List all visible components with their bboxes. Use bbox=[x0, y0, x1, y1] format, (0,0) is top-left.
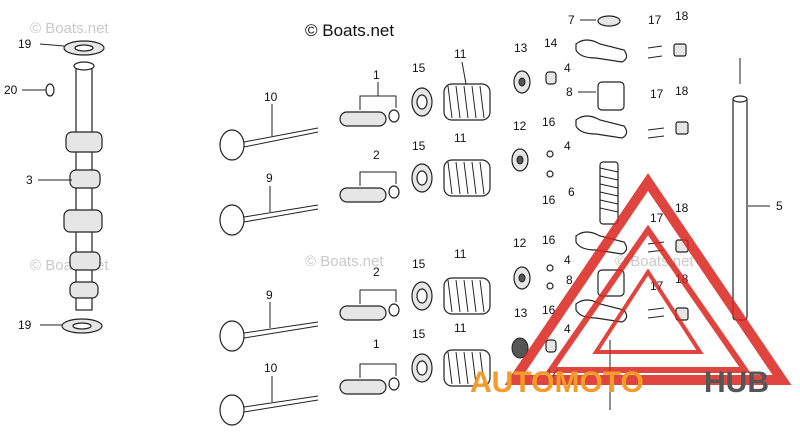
callout-4-b: 4 bbox=[564, 139, 571, 153]
callout-10-top: 10 bbox=[264, 90, 278, 104]
callout-18-b: 18 bbox=[675, 84, 689, 98]
callout-15-r1: 15 bbox=[412, 61, 426, 75]
callout-17-c: 17 bbox=[650, 211, 664, 225]
callout-16-d: 16 bbox=[542, 303, 556, 317]
callout-18-a: 18 bbox=[675, 9, 689, 23]
callout-3: 3 bbox=[26, 173, 33, 187]
callout-5: 5 bbox=[776, 199, 783, 213]
callout-11-r1: 11 bbox=[454, 47, 467, 61]
callout-15-r2: 15 bbox=[412, 139, 426, 153]
callout-18-c: 18 bbox=[675, 201, 689, 215]
valve-row-1: 10 1 15 11 13 14 bbox=[219, 36, 558, 161]
callout-9-top: 9 bbox=[266, 171, 273, 185]
valve-head bbox=[219, 129, 245, 161]
rocker-shaft: 5 bbox=[732, 58, 783, 321]
callout-11-r2: 11 bbox=[454, 131, 467, 145]
callout-12-top: 12 bbox=[513, 119, 527, 133]
rocker-shaft-holder-top bbox=[597, 81, 625, 111]
watermark-top-left: © Boats.net bbox=[30, 20, 109, 37]
callout-8-bottom: 8 bbox=[566, 273, 573, 287]
valve-stem bbox=[243, 127, 319, 143]
callout-7: 7 bbox=[568, 13, 575, 27]
rocker-spring bbox=[599, 161, 619, 225]
callout-2-top: 2 bbox=[373, 148, 380, 162]
callout-13-bottom: 13 bbox=[514, 306, 528, 320]
cam-lobe-4 bbox=[69, 251, 101, 271]
valve-row-2: 9 2 15 11 12 16 16 bbox=[219, 115, 556, 236]
watermark-center: © Boats.net bbox=[305, 253, 384, 270]
callout-2-bottom: 2 bbox=[373, 265, 380, 279]
callout-4-c: 4 bbox=[564, 253, 571, 267]
callout-17-a: 17 bbox=[648, 13, 662, 27]
cotter bbox=[545, 71, 557, 85]
valve-row-4: 10 1 15 11 bbox=[219, 321, 491, 426]
callout-19-top: 19 bbox=[18, 37, 32, 51]
callout-6: 6 bbox=[568, 185, 575, 199]
callout-10-bottom: 10 bbox=[264, 361, 278, 375]
logo-triangle-icon bbox=[504, 173, 792, 385]
logo-triangle-outer bbox=[504, 173, 792, 385]
callout-4-d: 4 bbox=[564, 322, 571, 336]
callout-15-r4: 15 bbox=[412, 327, 426, 341]
logo-triangle-inner bbox=[545, 224, 751, 373]
callout-9-bottom: 9 bbox=[266, 288, 273, 302]
callout-11-r4: 11 bbox=[454, 321, 467, 335]
callout-4-a: 4 bbox=[564, 61, 571, 75]
valve-row-3: 9 2 15 11 12 16 16 13 14 bbox=[219, 233, 560, 381]
callout-1-top: 1 bbox=[373, 68, 380, 82]
callout-20: 20 bbox=[4, 83, 18, 97]
valve-guide bbox=[339, 111, 387, 127]
cap bbox=[597, 15, 621, 27]
callout-12-bottom: 12 bbox=[513, 236, 527, 250]
valve-spring bbox=[443, 83, 491, 121]
callout-16-a: 16 bbox=[542, 115, 556, 129]
callout-19-bottom: 19 bbox=[18, 318, 32, 332]
logo-text-hub: HUB bbox=[704, 366, 769, 399]
cam-lobe-1 bbox=[65, 131, 103, 153]
adjuster-screw-1 bbox=[647, 45, 663, 49]
copyright-label: © Boats.net bbox=[305, 21, 394, 40]
callout-16-c: 16 bbox=[542, 233, 556, 247]
logo-text-automoto: AUTOMOTO bbox=[470, 366, 644, 399]
pin bbox=[45, 83, 55, 97]
automotohub-logo: AUTOMOTO HUB bbox=[470, 173, 792, 399]
camshaft-assembly: 19 20 3 19 bbox=[4, 37, 105, 334]
lock-nut-1 bbox=[673, 43, 687, 57]
rocker-arm-2 bbox=[575, 115, 628, 139]
callout-1-bottom: 1 bbox=[373, 337, 380, 351]
callout-17-b: 17 bbox=[650, 87, 664, 101]
cam-lobe-5 bbox=[69, 281, 99, 299]
callout-13-top: 13 bbox=[514, 41, 528, 55]
cam-lobe-2 bbox=[69, 169, 101, 189]
callout-8-top: 8 bbox=[566, 85, 573, 99]
callout-14-top: 14 bbox=[544, 36, 558, 50]
cam-lobe-3 bbox=[63, 209, 103, 233]
rocker-arm-1 bbox=[575, 39, 628, 63]
callout-15-r3: 15 bbox=[412, 257, 426, 271]
callout-11-r3: 11 bbox=[454, 247, 467, 261]
callout-16-b: 16 bbox=[542, 193, 556, 207]
